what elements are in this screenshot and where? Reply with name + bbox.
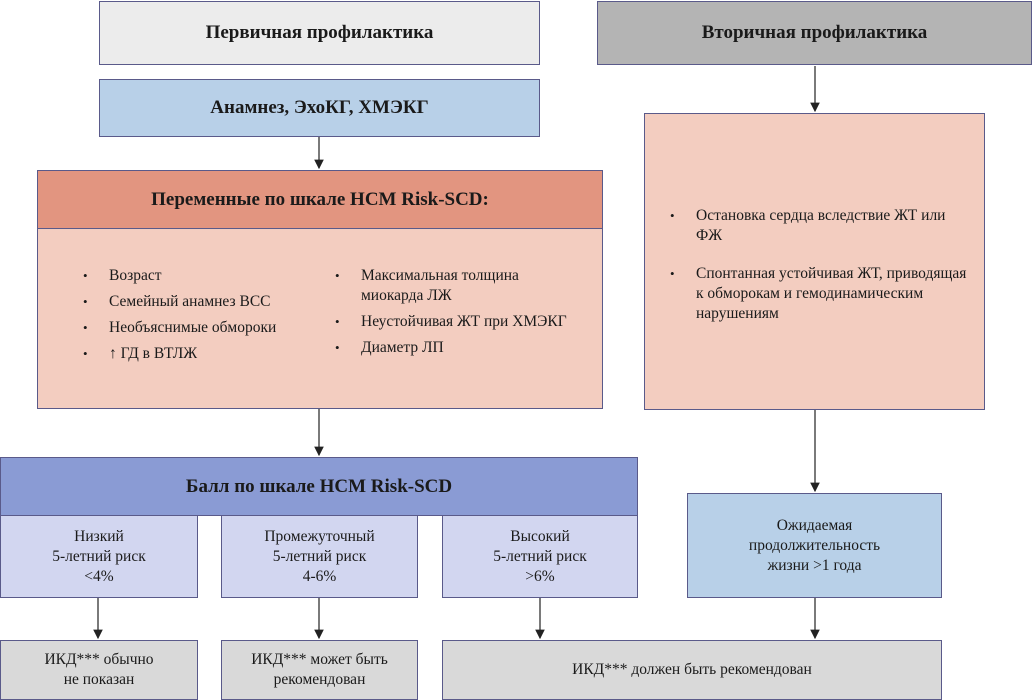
primary-prevention-title: Первичная профилактика (205, 22, 434, 43)
icd-may-be-box: ИКД*** может быть рекомендован (221, 640, 418, 700)
secondary-prevention-title: Вторичная профилактика (701, 22, 928, 43)
variables-title: Переменные по шкале HCM Risk-SCD: (151, 188, 489, 210)
icd-not-shown-line2: не показан (63, 671, 135, 688)
secondary-criteria-box: Остановка сердца вследствие ЖТ или ФЖ Сп… (644, 113, 985, 410)
score-low-risk-label: 5-летний риск (52, 547, 146, 565)
icd-must-be-box: ИКД*** должен быть рекомендован (442, 640, 942, 700)
life-expectancy-box: Ожидаемая продолжительность жизни >1 год… (687, 493, 942, 598)
list-item: Необъяснимые обмороки (83, 318, 313, 338)
anamnesis-label: Анамнез, ЭхоКГ, ХМЭКГ (210, 97, 429, 118)
list-item: Остановка сердца вследствие ЖТ или ФЖ (670, 206, 970, 246)
variables-right-list: Максимальная толщина миокарда ЛЖ Неустой… (335, 266, 575, 364)
score-low-value: <4% (84, 567, 114, 585)
anamnesis-box: Анамнез, ЭхоКГ, ХМЭКГ (99, 79, 540, 137)
score-low-box: Низкий 5-летний риск <4% (0, 515, 198, 598)
icd-must-be-label: ИКД*** должен быть рекомендован (572, 661, 812, 678)
score-mid-risk-label: 5-летний риск (272, 547, 367, 565)
score-mid-value: 4-6% (302, 567, 337, 585)
list-item: Спонтанная устойчивая ЖТ, приводящая к о… (670, 264, 970, 324)
list-item: ↑ ГД в ВТЛЖ (83, 344, 313, 364)
score-high-box: Высокий 5-летний риск >6% (442, 515, 638, 598)
list-item: Возраст (83, 266, 313, 286)
score-low-level: Низкий (74, 527, 124, 545)
icd-not-shown-box: ИКД*** обычно не показан (0, 640, 198, 700)
score-high-value: >6% (525, 567, 555, 585)
score-header: Балл по шкале HCM Risk-SCD (0, 457, 638, 516)
list-item: Максимальная толщина миокарда ЛЖ (335, 266, 575, 306)
score-high-level: Высокий (510, 527, 570, 545)
variables-body: Возраст Семейный анамнез ВСС Необъяснимы… (37, 228, 603, 409)
score-mid-level: Промежуточный (264, 527, 375, 545)
life-expectancy-line1: Ожидаемая (776, 516, 853, 534)
variables-left-list: Возраст Семейный анамнез ВСС Необъяснимы… (83, 266, 313, 370)
primary-prevention-header: Первичная профилактика (99, 1, 540, 65)
icd-may-be-line1: ИКД*** может быть (251, 651, 388, 668)
list-item: Неустойчивая ЖТ при ХМЭКГ (335, 312, 575, 332)
icd-not-shown-line1: ИКД*** обычно (44, 651, 154, 668)
secondary-prevention-header: Вторичная профилактика (597, 1, 1032, 65)
score-mid-box: Промежуточный 5-летний риск 4-6% (221, 515, 418, 598)
list-item: Диаметр ЛП (335, 338, 575, 358)
secondary-criteria-list: Остановка сердца вследствие ЖТ или ФЖ Сп… (670, 206, 970, 330)
life-expectancy-line3: жизни >1 года (767, 556, 862, 574)
icd-may-be-line2: рекомендован (273, 671, 366, 688)
score-high-risk-label: 5-летний риск (493, 547, 587, 565)
life-expectancy-line2: продолжительность (748, 536, 881, 554)
score-title: Балл по шкале HCM Risk-SCD (185, 475, 453, 497)
list-item: Семейный анамнез ВСС (83, 292, 313, 312)
variables-header: Переменные по шкале HCM Risk-SCD: (37, 170, 603, 229)
